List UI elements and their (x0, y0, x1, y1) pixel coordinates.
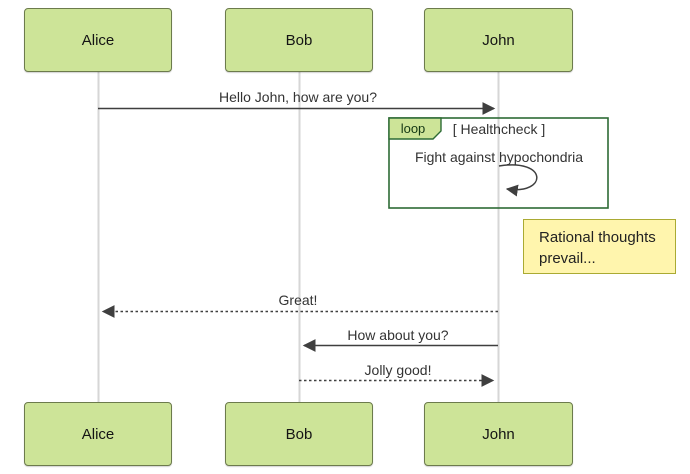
note-box: Rational thoughts prevail... (523, 219, 676, 274)
actor-bob-top: Bob (225, 8, 373, 72)
actor-bob-top-label: Bob (285, 31, 313, 49)
message-how-about-label: How about you? (347, 327, 449, 343)
actor-alice-bottom-label: Alice (81, 425, 115, 443)
loop-label: loop (400, 121, 426, 136)
loop-label-tab (388, 117, 442, 140)
actor-bob-bottom-label: Bob (285, 425, 313, 443)
actor-alice-bottom: Alice (24, 402, 172, 466)
actor-bob-bottom: Bob (225, 402, 373, 466)
actor-alice-top: Alice (24, 8, 172, 72)
note-line-1: Rational thoughts (539, 229, 656, 246)
message-hello-label: Hello John, how are you? (219, 89, 377, 105)
actor-john-top: John (424, 8, 573, 72)
loop-frame (388, 117, 609, 209)
actor-john-bottom: John (424, 402, 573, 466)
arrow-self-loop (498, 164, 538, 197)
note-line-2: prevail... (539, 250, 596, 267)
message-fight-label: Fight against hypochondria (414, 149, 584, 165)
actor-john-bottom-label: John (482, 425, 515, 443)
loop-condition-label: [ Healthcheck ] (452, 121, 546, 137)
actor-john-top-label: John (482, 31, 515, 49)
actor-alice-top-label: Alice (81, 31, 115, 49)
message-great-label: Great! (278, 292, 318, 308)
message-jolly-good-label: Jolly good! (364, 362, 432, 378)
